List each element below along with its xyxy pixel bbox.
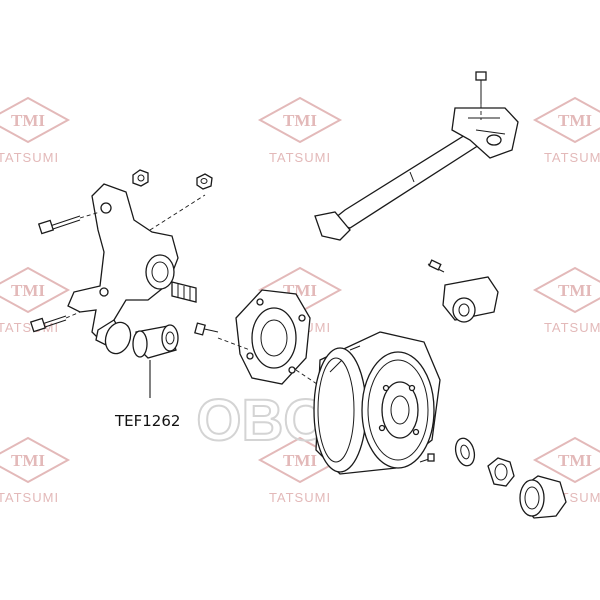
watermark-logo-text: TMI <box>283 111 317 130</box>
watermark-logo-text: TMI <box>558 451 592 470</box>
washer-icon <box>454 437 476 467</box>
part-number-label: TEF1262 <box>114 412 180 430</box>
dust-cap-icon <box>519 475 567 519</box>
watermark-brand-text: TATSUMI <box>544 150 600 165</box>
watermark-logo-text: TMI <box>558 111 592 130</box>
watermark-diamond-icon <box>257 96 343 144</box>
part-callout: TEF1262 <box>114 360 180 430</box>
seal-ring-icon <box>104 321 132 355</box>
torsion-beam-icon <box>314 71 519 241</box>
watermark-diamond-icon <box>0 266 71 314</box>
beam-bushing-icon <box>427 259 499 323</box>
watermark-brand-text: TATSUMI <box>0 150 59 165</box>
watermark-diamond-icon <box>0 96 71 144</box>
watermark-layer: TMI TATSUMI TMI TATSUMI TMI TATSUMI TMI TATSUMI… <box>0 96 600 505</box>
watermark-tile: TMI TATSUMI <box>257 96 343 165</box>
watermark-diamond-icon <box>532 436 600 484</box>
bushing-icon <box>132 324 179 359</box>
watermark-brand-text: TATSUMI <box>544 320 600 335</box>
watermark-brand-text: TATSUMI <box>269 150 331 165</box>
watermark-brand-text: TATSUMI <box>269 490 331 505</box>
wheel-hub-icon <box>194 289 321 387</box>
watermark-logo-text: TMI <box>558 281 592 300</box>
watermark-brand-text: TATSUMI <box>0 490 59 505</box>
watermark-diamond-icon <box>0 436 71 484</box>
watermark-brand-text: TATSUMI <box>0 320 59 335</box>
bolt-icon <box>29 211 101 333</box>
hub-nut-icon <box>487 457 515 487</box>
watermark-logo-text: TMI <box>283 451 317 470</box>
watermark-diamond-icon <box>532 96 600 144</box>
watermark-tile: TMI TATSUMI <box>0 436 71 505</box>
watermark-logo-text: TMI <box>11 451 45 470</box>
steering-knuckle-icon <box>67 183 206 347</box>
watermark-logo-text: TMI <box>11 111 45 130</box>
nut-icon <box>132 169 213 190</box>
watermark-tile: TMI TATSUMI <box>532 266 600 335</box>
watermark-tile: TMI TATSUMI <box>0 96 71 165</box>
brake-drum-icon <box>313 331 441 475</box>
watermark-logo-text: TMI <box>11 281 45 300</box>
watermark-tile: TMI TATSUMI <box>532 96 600 165</box>
watermark-diamond-icon <box>532 266 600 314</box>
